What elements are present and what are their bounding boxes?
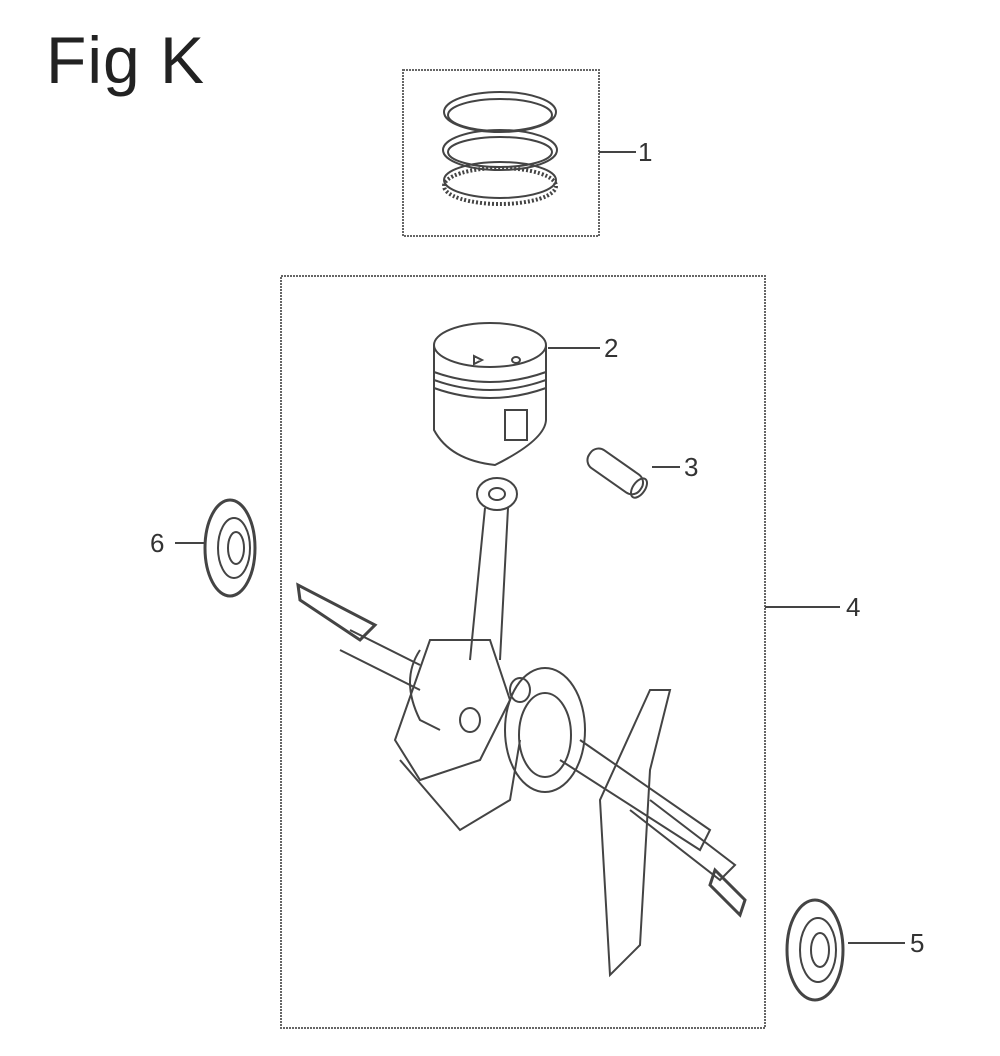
callout-2: 2 bbox=[604, 333, 619, 363]
figure-title: Fig K bbox=[46, 23, 206, 97]
piston-rings-drawing bbox=[442, 91, 558, 206]
callout-1: 1 bbox=[638, 137, 653, 167]
callout-4: 4 bbox=[846, 592, 861, 622]
oil-seal-6-drawing bbox=[203, 498, 257, 598]
callout-6: 6 bbox=[150, 528, 165, 558]
callout-5: 5 bbox=[910, 928, 925, 958]
piston-pin-drawing bbox=[586, 447, 648, 499]
piston-drawing bbox=[433, 322, 547, 467]
ring-set-frame bbox=[402, 69, 600, 237]
crankshaft-drawing bbox=[296, 477, 747, 978]
callout-3: 3 bbox=[684, 452, 699, 482]
crankshaft-assembly-frame bbox=[280, 275, 766, 1029]
oil-seal-5-drawing bbox=[785, 898, 845, 1002]
